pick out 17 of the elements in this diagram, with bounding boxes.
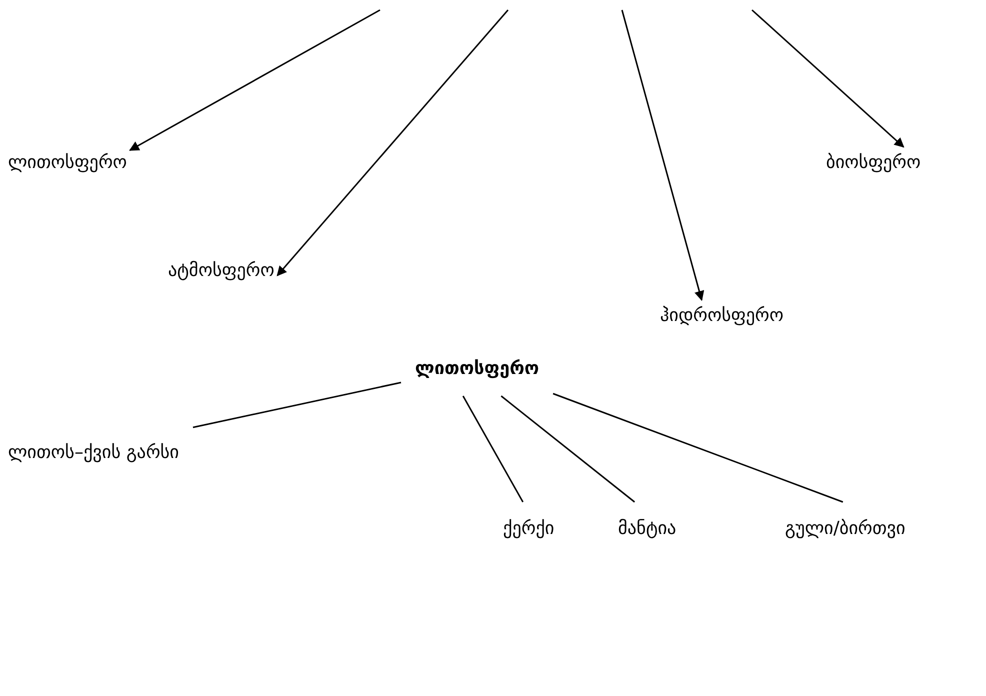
term-label: ატმოსფერო (168, 258, 274, 284)
term-label: ლითოს–ქვის გარსი (8, 440, 179, 466)
term-label: მანტია (618, 516, 676, 542)
arrow (276, 10, 509, 276)
arrow (129, 9, 380, 151)
heading-label: ლითოსფერო (415, 356, 540, 382)
arrow (752, 9, 904, 148)
term-label: ბიოსფერო (826, 150, 921, 176)
term-label: ჰიდროსფერო (660, 303, 784, 329)
connector-line (552, 392, 844, 503)
term-label: ქერქი (503, 516, 554, 542)
connector-line (500, 395, 636, 503)
connector-line (192, 382, 402, 428)
arrow (621, 10, 704, 301)
term-label: გული/ბირთვი (785, 516, 906, 542)
term-label: ლითოსფერო (8, 150, 127, 176)
connector-line (462, 396, 524, 502)
